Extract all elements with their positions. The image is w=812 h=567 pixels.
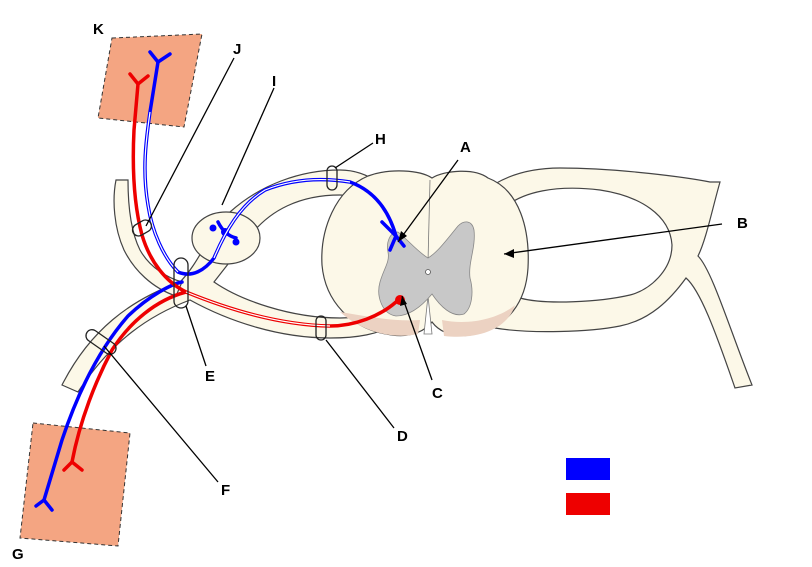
nerve-sheath xyxy=(61,169,406,393)
section-mark-J xyxy=(131,219,153,237)
leader-lines xyxy=(103,57,723,483)
label-F: F xyxy=(221,482,230,499)
ventral-horn-tint-left xyxy=(340,312,420,336)
ventral-median-fissure xyxy=(423,295,433,335)
label-B: B xyxy=(737,215,748,232)
central-canal xyxy=(425,269,431,275)
leader-arrowheads xyxy=(398,231,514,306)
label-A: A xyxy=(460,139,471,156)
section-mark-H xyxy=(326,165,338,191)
section-marks xyxy=(85,165,338,355)
label-J: J xyxy=(233,41,241,58)
label-D: D xyxy=(397,428,408,445)
section-mark-E xyxy=(173,257,189,309)
legend-swatch-motor xyxy=(566,493,610,515)
label-I: I xyxy=(272,73,276,90)
dorsal-median-sulcus xyxy=(427,179,431,263)
section-mark-D xyxy=(315,315,327,341)
white-matter xyxy=(321,170,529,337)
sensory-cell-body xyxy=(221,228,229,236)
label-C: C xyxy=(432,385,443,402)
lower-tissue-patch xyxy=(19,422,131,547)
sympathetic-trunk xyxy=(454,167,753,389)
sensory-terminal-dot-2 xyxy=(209,224,217,232)
label-H: H xyxy=(375,131,386,148)
spinal-cord xyxy=(321,170,529,337)
nerve-inner-lines xyxy=(144,111,351,327)
label-E: E xyxy=(205,368,215,385)
label-K: K xyxy=(93,21,104,38)
ventral-horn-tint-right xyxy=(442,305,515,337)
section-mark-F xyxy=(85,329,117,355)
upper-tissue-patch xyxy=(97,33,203,128)
sensory-terminal-dot xyxy=(232,238,240,246)
label-G: G xyxy=(12,546,24,563)
legend-swatch-sensory xyxy=(566,458,610,480)
